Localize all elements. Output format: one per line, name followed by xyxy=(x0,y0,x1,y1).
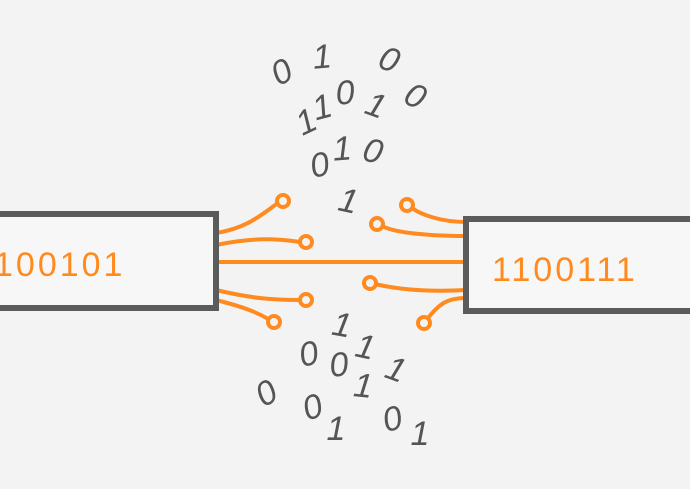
left-wire-lower-2-node xyxy=(266,314,282,330)
right-wire-lower-1 xyxy=(373,282,468,293)
wire-bundle xyxy=(214,193,468,331)
right-device-label: 1100111 xyxy=(492,251,638,289)
binary-digit-top: 1 xyxy=(311,37,333,77)
left-wire-upper-2 xyxy=(214,237,302,247)
left-device-box xyxy=(0,211,219,311)
right-device-box xyxy=(463,216,690,314)
right-wire-upper-1 xyxy=(410,206,468,224)
binary-digit-top: 0 xyxy=(334,73,356,113)
binary-digit-bottom: 1 xyxy=(352,366,375,406)
binary-digit-bottom: 0 xyxy=(296,334,322,375)
binary-digit-top: 0 xyxy=(373,39,405,81)
binary-digit-bottom: 1 xyxy=(329,305,354,346)
left-wire-upper-1-node xyxy=(275,193,291,209)
binary-digit-bottom: 0 xyxy=(249,372,284,414)
binary-digit-bottom: 0 xyxy=(379,399,407,440)
right-wire-upper-1-node xyxy=(399,197,415,213)
right-wire-lower-2-node xyxy=(416,315,432,331)
left-wire-lower-1 xyxy=(214,288,302,302)
binary-digit-bottom: 1 xyxy=(352,327,378,368)
binary-digit-top: 0 xyxy=(307,145,333,186)
binary-digit-bottom: 1 xyxy=(411,415,430,453)
right-device: 1100111 xyxy=(463,216,690,314)
binary-digit-top: 1 xyxy=(360,85,391,127)
binary-digit-bottom: 0 xyxy=(298,387,328,429)
binary-digit-bottom: 0 xyxy=(327,345,350,385)
right-wire-upper-2-node xyxy=(369,216,385,232)
left-wire-upper-2-node xyxy=(298,234,314,250)
right-wire-upper-2 xyxy=(380,224,468,238)
binary-digit-bottom: 1 xyxy=(380,349,411,391)
binary-digit-top: 1 xyxy=(335,181,361,222)
binary-digit-top: 1 xyxy=(331,129,353,168)
binary-digit-top: 0 xyxy=(398,75,433,117)
left-wire-upper-1 xyxy=(214,201,280,235)
binary-digit-top: 0 xyxy=(359,131,387,173)
right-wire-lower-1-node xyxy=(362,275,378,291)
binary-digit-top: 0 xyxy=(265,51,300,93)
left-wire-lower-1-node xyxy=(298,292,314,308)
left-wire-lower-2 xyxy=(214,298,272,322)
left-device-label: 100101 xyxy=(0,246,125,284)
right-wire-lower-2 xyxy=(426,296,468,320)
left-device: 100101 xyxy=(0,211,219,311)
binary-digit-bottom: 1 xyxy=(327,410,346,448)
